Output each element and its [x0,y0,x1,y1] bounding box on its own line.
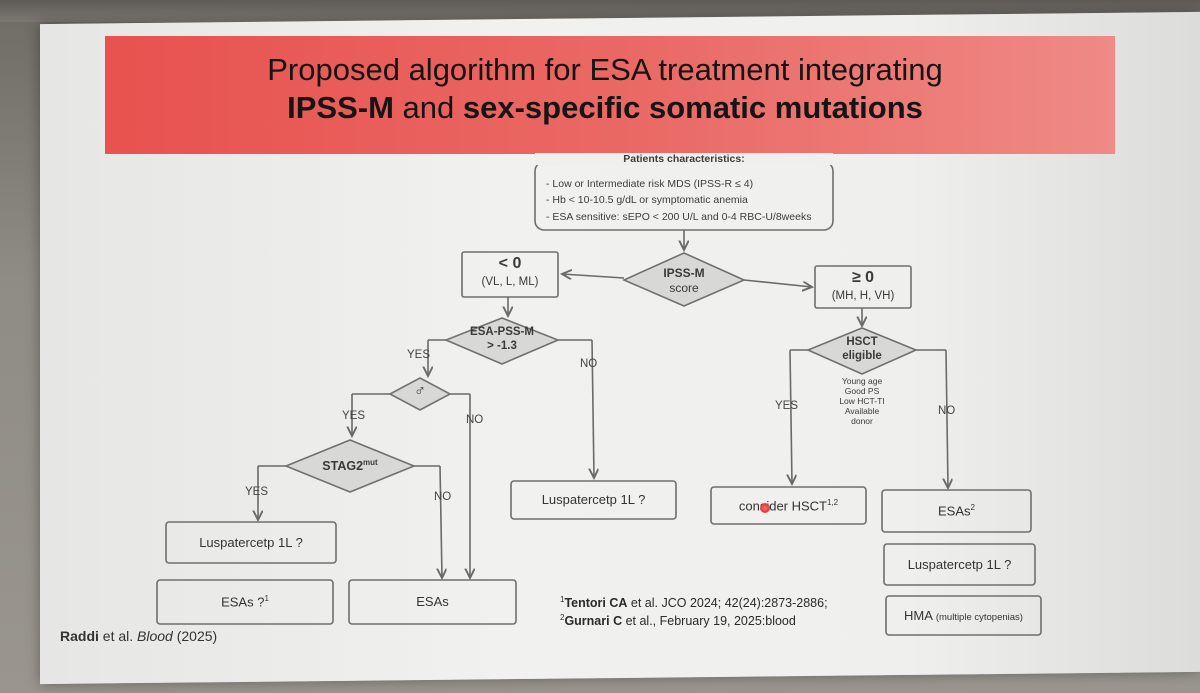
hsct-label: HSCT [846,336,878,348]
stag2-text: STAG2 [322,459,364,474]
esas2-box [881,489,1032,533]
esas2-text: ESAs2 [882,503,1031,518]
title-ipssm: IPSS-M [287,90,394,125]
slide-title-line2: IPSS-M and sex-specific somatic mutation… [5,90,1200,126]
male-sex-diamond [388,377,452,411]
luspatercept-mid-text: Luspatercetp 1L ? [541,492,646,507]
luspatercept-left-text: Luspatercetp 1L ? [199,535,303,550]
stag2-sup: mut [363,458,378,467]
male-symbol: ♂ [414,383,426,400]
slide-title-line1: Proposed algorithm for ESA treatment int… [267,52,943,87]
consider-hsct-label: consider HSCT [738,498,827,514]
patients-item-1: - Low or Intermediate risk MDS (IPSS-R ≤… [546,178,754,190]
title-and: and [393,90,463,125]
esas-text: ESAs [416,594,449,609]
luspatercept-mid-box [510,480,677,520]
stag2-label: STAG2mut [286,458,414,473]
esas-question-box [156,579,334,625]
hsct-criteria-5: donor [851,416,873,426]
reference-1-sup: 1 [560,595,565,604]
reference-2: 2Gurnari C et al., February 19, 2025:blo… [560,613,796,628]
esas2-sup: 2 [970,503,975,512]
hma-sub: (multiple cytopenias) [935,612,1023,623]
high-risk-box [814,265,912,309]
high-risk-main: ≥ 0 [851,269,875,286]
citation-author: Raddi [60,628,99,644]
consider-hsct-box [710,486,867,525]
low-risk-sub: (VL, L, ML) [481,276,539,288]
patients-item-3: - ESA sensitive: sEPO < 200 U/L and 0-4 … [546,211,812,223]
hma-box [885,595,1042,636]
arrow-hsct-yes-down [790,349,792,484]
arrow-esapss-no-down [592,339,594,478]
slide-citation: Raddi et al. Blood (2025) [60,628,217,644]
esas-question-label: ESAs ? [221,594,265,610]
patients-item-2: - Hb < 10-10.5 g/dL or symptomatic anemi… [546,194,748,206]
citation-year: (2025) [172,628,218,644]
label-hsct-no: NO [938,405,956,417]
hsct-criteria-2: Good PS [844,386,880,396]
reference-2-author: Gurnari C [564,614,623,629]
reference-1-rest: et al. JCO 2024; 42(24):2873-2886; [627,596,828,611]
citation-journal: Blood [137,628,173,644]
esa-pss-m-diamond [443,317,561,365]
low-risk-box [461,251,559,298]
reference-2-rest: et al., February 19, 2025:blood [622,614,796,629]
label-stag2-no: NO [434,491,452,503]
esa-pss-m-threshold: > -1.3 [487,340,517,352]
reference-1-author: Tentori CA [564,596,628,611]
stag2-diamond [283,439,417,493]
ipssm-label: IPSS-M [663,266,705,280]
label-stag2-yes: YES [245,486,269,498]
hsct-diamond [805,327,919,375]
reference-2-sup: 2 [560,613,565,622]
title-sex-specific: sex-specific somatic mutations [462,90,923,125]
hma-text: HMA (multiple cytopenias) [886,608,1041,623]
esas-question-sup: 1 [264,594,269,603]
label-esapss-no: NO [580,358,598,370]
title-banner [105,36,1115,154]
arrow-ipssm-to-high [743,279,812,287]
low-risk-main: < 0 [498,255,522,272]
laser-pointer-dot [760,503,770,513]
high-risk-sub: (MH, H, VH) [831,290,895,302]
reference-1: 1Tentori CA et al. JCO 2024; 42(24):2873… [560,595,828,610]
label-male-yes: YES [342,410,366,422]
label-hsct-yes: YES [775,400,799,412]
esas-question-text: ESAs ?1 [157,594,333,609]
luspatercept-right-text: Luspatercetp 1L ? [907,557,1012,572]
luspatercept-left-box [165,521,337,564]
esas-box [348,579,517,625]
luspatercept-right-box [883,543,1036,586]
patients-heading: Patients characteristics: [535,153,833,165]
hsct-criteria-1: Young age [841,376,883,386]
consider-hsct-sup: 1,2 [827,498,839,507]
arrow-hsct-no-down [946,349,948,488]
hsct-criteria-4: Available [844,406,880,416]
esa-pss-m-label: ESA-PSS-M [470,326,534,338]
label-male-no: NO [466,414,484,426]
ipssm-score-label: score [669,281,699,295]
arrow-stag2-no-down [440,465,442,578]
esas2-label: ESAs [938,503,971,519]
arrow-ipssm-to-low [562,274,625,278]
hsct-criteria-3: Low HCT-TI [839,396,885,406]
ipssm-diamond [622,252,746,307]
consider-hsct-text: consider HSCT1,2 [711,498,866,513]
hma-label: HMA [904,608,933,623]
hsct-eligible-label: eligible [842,350,882,362]
label-esapss-yes: YES [407,349,431,361]
citation-etal: et al. [98,628,138,644]
